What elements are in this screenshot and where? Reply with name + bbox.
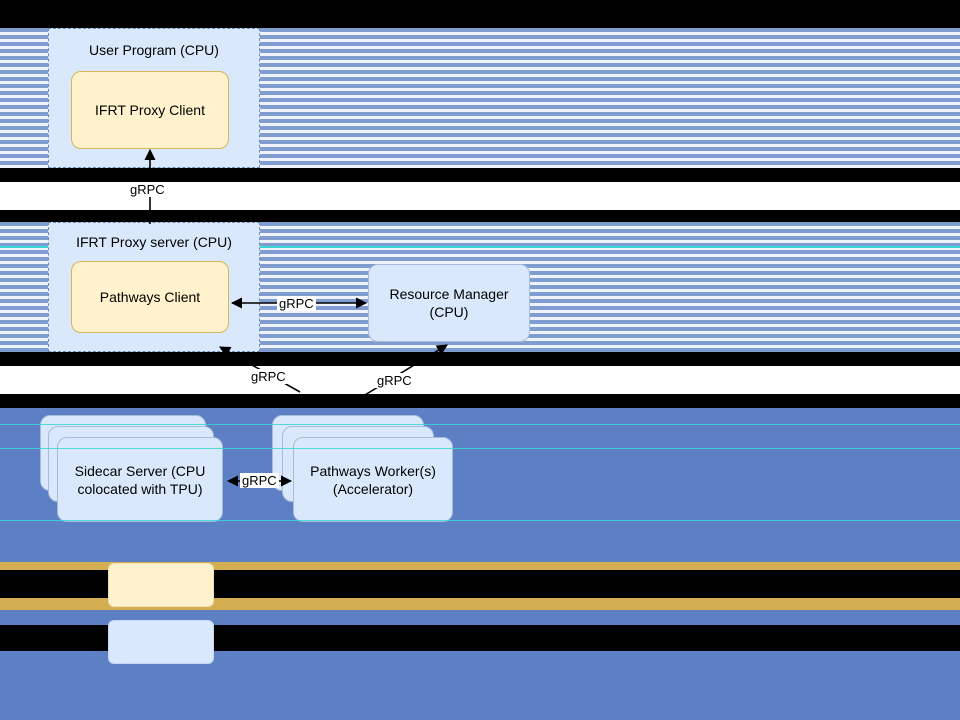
- node-ifrt-proxy-server-title: IFRT Proxy server (CPU): [76, 234, 232, 250]
- edge-worker-to-rm: [359, 344, 448, 399]
- glitch-band: [0, 168, 960, 182]
- node-pathways-worker[interactable]: Pathways Worker(s) (Accelerator): [293, 437, 453, 522]
- edge-label-sidecar-to-proxy-server: gRPC: [249, 369, 288, 384]
- node-user-program[interactable]: User Program (CPU) IFRT Proxy Client: [48, 28, 260, 168]
- glitch-stripes: [260, 28, 960, 168]
- edge-label-rm-to-pathways-client: gRPC: [277, 296, 316, 311]
- node-user-program-title: User Program (CPU): [89, 42, 219, 58]
- edge-label-sidecar-to-worker: gRPC: [240, 473, 279, 488]
- glitch-stripes: [0, 28, 48, 168]
- glitch-band: [0, 366, 960, 394]
- edge-label-worker-to-rm: gRPC: [375, 373, 414, 388]
- glitch-band: [0, 210, 960, 222]
- node-pathways-client[interactable]: Pathways Client: [71, 261, 229, 333]
- legend-swatch-blue: [108, 620, 214, 664]
- node-ifrt-proxy-server[interactable]: IFRT Proxy server (CPU) Pathways Client: [48, 222, 260, 352]
- glitch-band: [0, 0, 960, 28]
- glitch-band: [0, 352, 960, 366]
- glitch-band: [0, 394, 960, 408]
- node-sidecar-server[interactable]: Sidecar Server (CPU colocated with TPU): [57, 437, 223, 522]
- glitch-stripes: [0, 222, 48, 352]
- node-resource-manager[interactable]: Resource Manager (CPU): [368, 264, 530, 342]
- node-ifrt-proxy-client[interactable]: IFRT Proxy Client: [71, 71, 229, 149]
- glitch-stripes: [260, 222, 960, 352]
- legend-swatch-cream: [108, 563, 214, 607]
- edge-label-proxy-to-client: gRPC: [128, 182, 167, 197]
